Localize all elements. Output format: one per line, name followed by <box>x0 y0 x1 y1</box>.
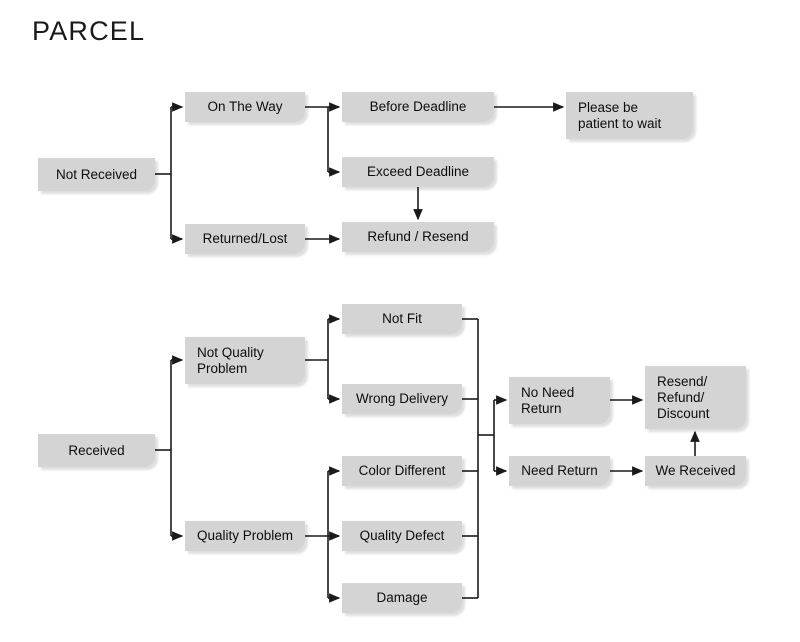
node-label: Wrong Delivery <box>355 391 449 406</box>
node-resend-refund[interactable]: Resend/ Refund/ Discount <box>645 366 746 429</box>
node-no-need-return[interactable]: No Need Return <box>509 377 610 424</box>
node-we-received[interactable]: We Received <box>645 456 746 486</box>
node-not-received[interactable]: Not Received <box>38 158 155 191</box>
node-label: Received <box>68 442 125 458</box>
node-label: Quality Problem <box>196 528 294 543</box>
node-label: Damage <box>376 590 428 605</box>
node-label: Need Return <box>521 463 598 478</box>
node-quality-defect[interactable]: Quality Defect <box>342 521 462 551</box>
node-color-different[interactable]: Color Different <box>342 456 462 486</box>
node-please-patient[interactable]: Please be patient to wait <box>566 92 693 139</box>
node-wrong-delivery[interactable]: Wrong Delivery <box>342 384 462 414</box>
node-label: Returned/Lost <box>202 231 288 246</box>
node-need-return[interactable]: Need Return <box>509 456 610 486</box>
node-label: On The Way <box>207 99 283 114</box>
node-label: We Received <box>655 463 736 478</box>
node-damage[interactable]: Damage <box>342 583 462 613</box>
node-label: No Need Return <box>521 384 575 416</box>
node-before-deadline[interactable]: Before Deadline <box>342 92 494 122</box>
page-title: PARCEL <box>32 16 146 46</box>
node-label: Before Deadline <box>369 99 467 114</box>
node-label: Exceed Deadline <box>366 164 470 179</box>
node-label: Please be patient to wait <box>578 99 662 131</box>
node-label: Not Fit <box>382 311 422 326</box>
node-returned-lost[interactable]: Returned/Lost <box>185 224 305 254</box>
node-on-the-way[interactable]: On The Way <box>185 92 305 122</box>
node-label: Resend/ Refund/ Discount <box>657 373 710 421</box>
node-refund-resend[interactable]: Refund / Resend <box>342 222 494 252</box>
node-not-quality[interactable]: Not Quality Problem <box>185 337 305 384</box>
node-label: Refund / Resend <box>367 229 469 244</box>
node-not-fit[interactable]: Not Fit <box>342 304 462 334</box>
node-label: Color Different <box>358 463 446 478</box>
node-exceed-deadline[interactable]: Exceed Deadline <box>342 157 494 187</box>
node-label: Quality Defect <box>359 528 445 543</box>
node-label: Not Quality Problem <box>197 344 264 376</box>
node-received[interactable]: Received <box>38 434 155 467</box>
node-label: Not Received <box>55 166 138 182</box>
node-quality-problem[interactable]: Quality Problem <box>185 521 305 551</box>
